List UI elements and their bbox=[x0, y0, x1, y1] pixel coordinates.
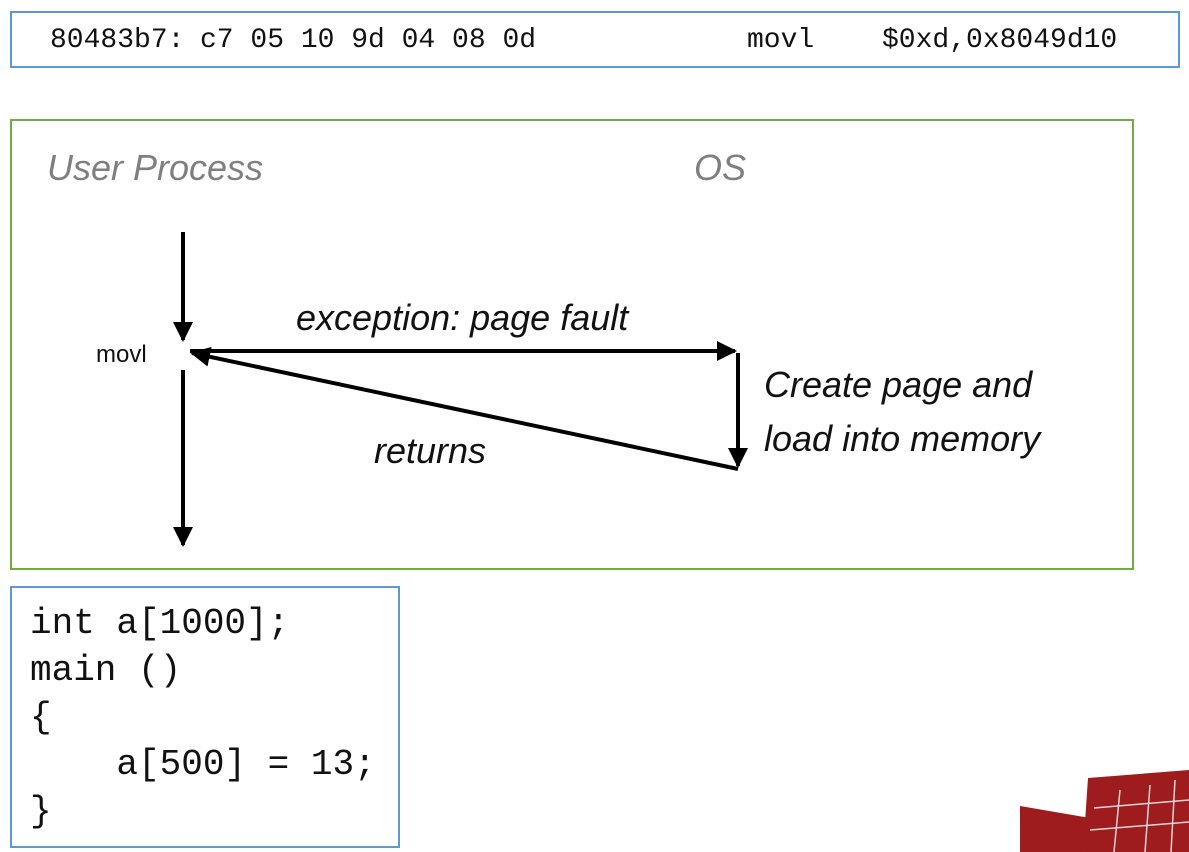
instruction-operands: $0xd,0x8049d10 bbox=[882, 25, 1118, 56]
code-line: int a[1000]; bbox=[30, 603, 290, 644]
code-box: int a[1000]; main () { a[500] = 13; } bbox=[10, 586, 400, 848]
page-fault-diagram-box: User Process OS movl exception: page fau… bbox=[10, 119, 1134, 570]
user-process-heading: User Process bbox=[47, 147, 264, 188]
os-heading: OS bbox=[694, 147, 747, 188]
university-logo-icon bbox=[1020, 770, 1189, 852]
code-line: { bbox=[30, 697, 52, 738]
code-line: main () bbox=[30, 650, 182, 691]
returns-label: returns bbox=[374, 430, 487, 471]
instruction-address: 80483b7: bbox=[50, 25, 185, 56]
os-action-line1: Create page and bbox=[764, 364, 1033, 405]
instruction-bytes: c7 05 10 9d 04 08 0d bbox=[200, 25, 537, 56]
instruction-mnemonic: movl bbox=[747, 25, 815, 56]
instruction-box: 80483b7: c7 05 10 9d 04 08 0d movl $0xd,… bbox=[10, 11, 1180, 68]
os-action-line2: load into memory bbox=[764, 418, 1041, 459]
code-line: a[500] = 13; bbox=[30, 744, 376, 785]
code-line: } bbox=[30, 791, 52, 832]
movl-label: movl bbox=[96, 341, 147, 368]
exception-label: exception: page fault bbox=[296, 297, 629, 338]
return-arrow bbox=[190, 346, 739, 471]
